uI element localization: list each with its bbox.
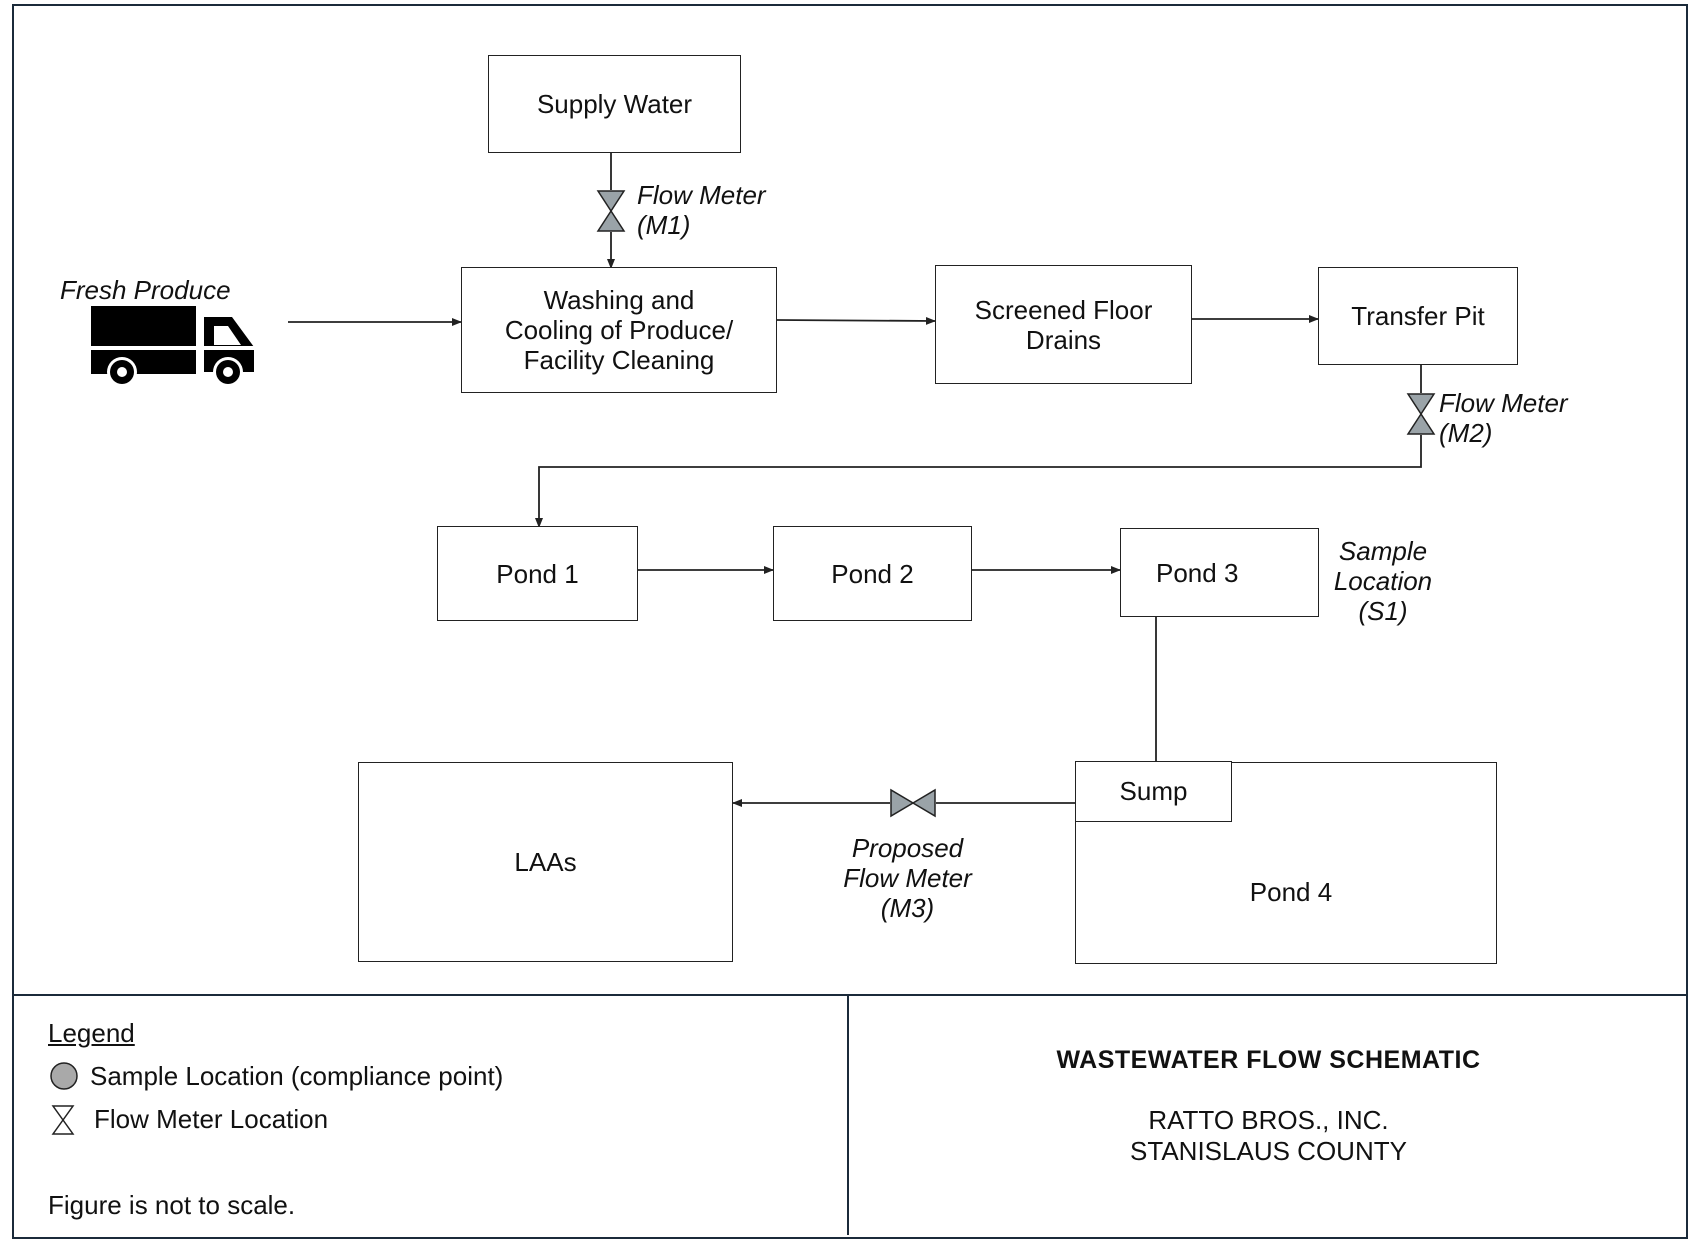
node-pond-1: Pond 1 [437,526,638,621]
legend-flow-meter-location: Flow Meter Location [94,1104,329,1134]
legend-flow-meter-icon [51,1105,75,1135]
label-fresh-produce: Fresh Produce [60,275,231,305]
label-flow-meter-m2: Flow Meter (M2) [1439,388,1568,448]
node-pond-2: Pond 2 [773,526,972,621]
legend-note: Figure is not to scale. [48,1190,296,1220]
node-pond-3-label: Pond 3 [1156,557,1239,588]
node-screened-drains: Screened Floor Drains [935,265,1192,384]
truck-icon [91,306,256,387]
legend-title: Legend [48,1018,135,1048]
frame-vertical-divider [847,995,849,1235]
flow-meter-m3-icon [890,788,936,818]
label-sample-location: Sample Location (S1) [1333,536,1433,626]
schematic-title: WASTEWATER FLOW SCHEMATIC [1056,1046,1481,1074]
flow-meter-m2-icon [1406,393,1436,435]
flow-meter-m1-icon [596,190,626,232]
county-name: STANISLAUS COUNTY [1130,1136,1407,1166]
node-washing: Washing and Cooling of Produce/ Facility… [461,267,777,393]
edge-washing-drains [776,316,936,325]
node-laas: LAAs [358,762,733,962]
node-sump: Sump [1075,761,1232,822]
label-flow-meter-m1: Flow Meter (M1) [637,180,766,240]
node-pond-4-label: Pond 4 [1249,877,1333,907]
frame-horizontal-divider [12,994,1688,996]
org-name: RATTO BROS., INC. [1148,1105,1389,1135]
node-pond-3: Pond 3 [1120,528,1319,617]
label-proposed-flow-meter: Proposed Flow Meter (M3) [843,833,972,923]
legend-sample-location: Sample Location (compliance point) [90,1061,504,1091]
title-block: WASTEWATER FLOW SCHEMATIC RATTO BROS., I… [849,1010,1688,1167]
node-transfer-pit: Transfer Pit [1318,267,1518,365]
legend-sample-icon [50,1062,78,1090]
node-supply-water: Supply Water [488,55,741,153]
